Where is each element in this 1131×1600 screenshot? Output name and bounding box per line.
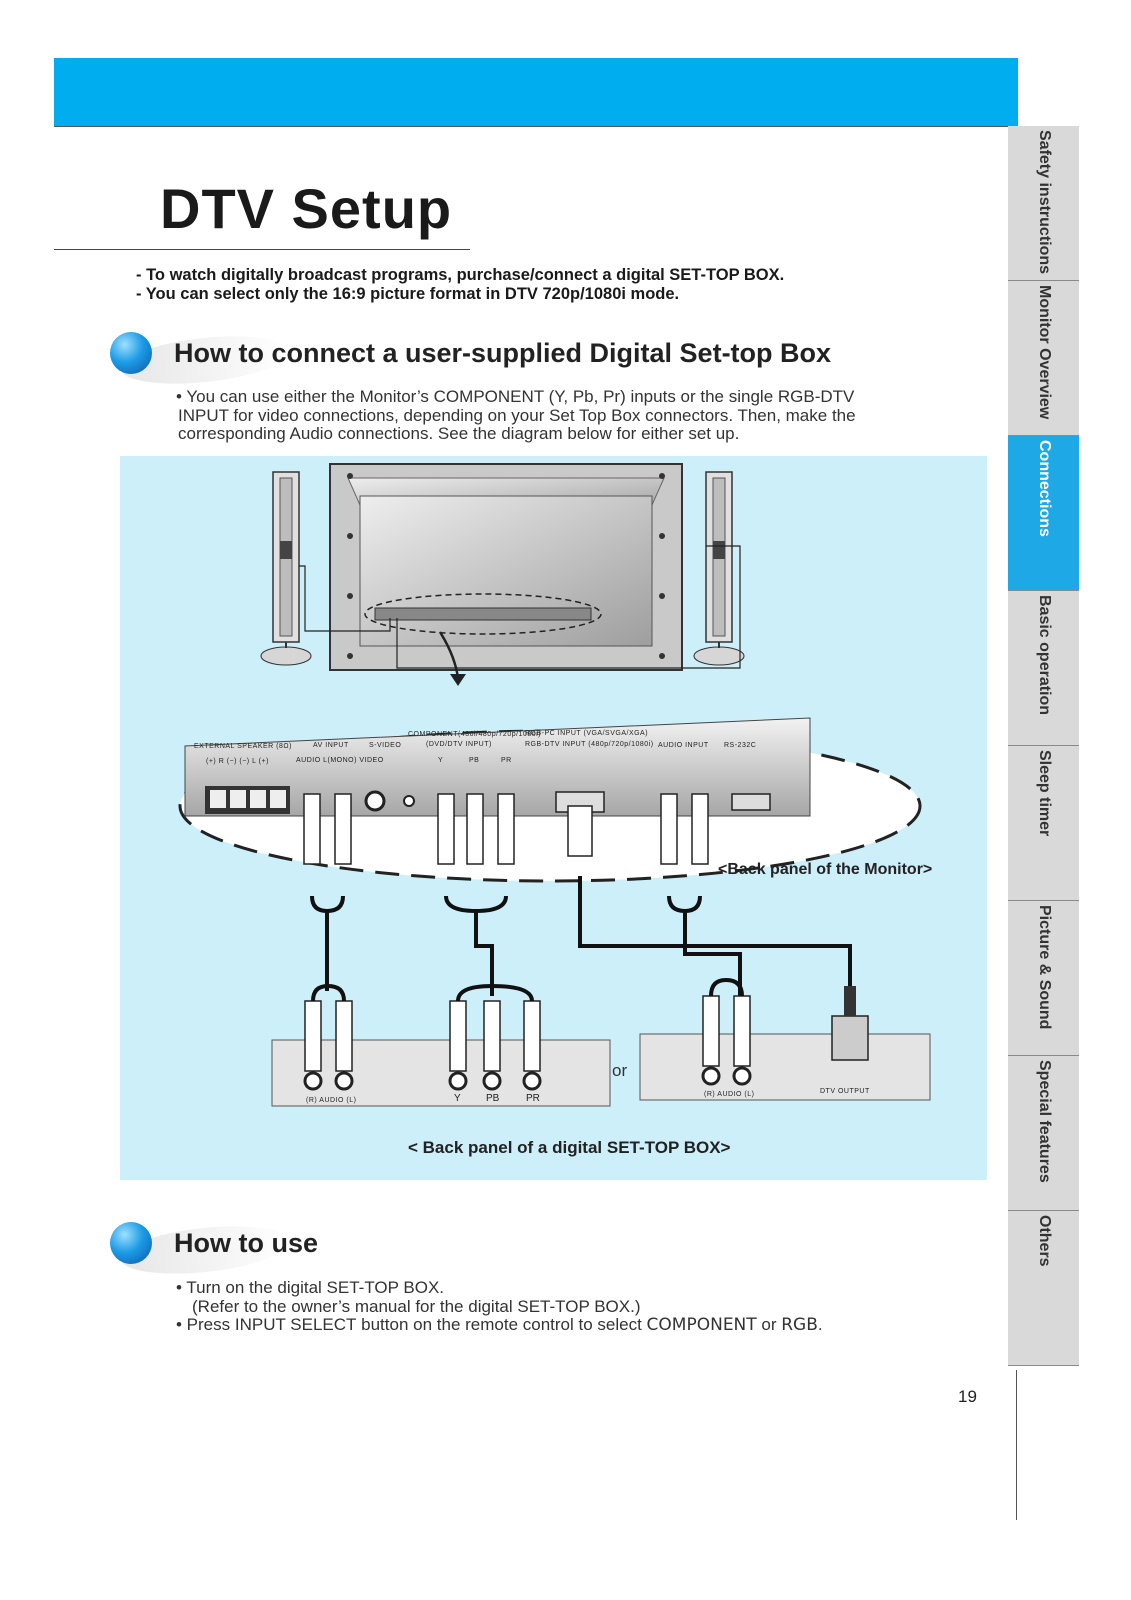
stb-right-dtv-output: DTV OUTPUT (820, 1088, 870, 1095)
body-line: corresponding Audio connections. See the… (178, 424, 740, 443)
text-segment: or (756, 1315, 782, 1334)
blue-ball-icon (110, 332, 152, 374)
page-title: DTV Setup (160, 177, 453, 240)
page-number: 19 (958, 1387, 977, 1406)
stb-left: (R) AUDIO (L) Y PB PR (271, 983, 611, 1107)
stb-left-pr: PR (526, 1093, 540, 1104)
left-speaker (260, 471, 312, 666)
cables (310, 876, 852, 996)
text-segment: . (817, 1315, 823, 1334)
note-item: - You can select only the 16:9 picture f… (136, 285, 680, 303)
stb-caption: < Back panel of a digital SET-TOP BOX> (408, 1138, 731, 1157)
header-rule (54, 126, 1079, 127)
title-rule (54, 249, 470, 250)
label-external-speaker: EXTERNAL SPEAKER (8Ω) (194, 743, 292, 750)
tab-label: Special features (1035, 1060, 1053, 1183)
body-line: INPUT for video connections, depending o… (178, 405, 856, 425)
label-pb: PB (469, 757, 479, 764)
stb-right-audio-label: (R) AUDIO (L) (704, 1091, 754, 1098)
tab-safety-instructions[interactable]: Safety instructions (1008, 126, 1079, 281)
label-av-input: AV INPUT (313, 742, 349, 749)
diagram-svg: EXTERNAL SPEAKER (8Ω) AV INPUT S-VIDEO C… (178, 463, 932, 1107)
stb-left-audio-label: (R) AUDIO (L) (306, 1097, 356, 1104)
label-component: COMPONENT(480i/480p/720p/1080i) (408, 731, 541, 738)
tab-connections[interactable]: Connections (1008, 436, 1079, 591)
tab-label: Sleep timer (1035, 750, 1053, 837)
input-select-keyword: INPUT SELECT (234, 1315, 357, 1334)
or-label: or (612, 1061, 627, 1080)
notes-list: - To watch digitally broadcast programs,… (136, 266, 784, 304)
tab-label: Safety instructions (1035, 130, 1053, 275)
right-speaker (693, 471, 745, 666)
tab-picture-sound[interactable]: Picture & Sound (1008, 901, 1079, 1056)
label-y: Y (438, 757, 443, 764)
body-line: (Refer to the owner’s manual for the dig… (192, 1296, 641, 1316)
label-audio-input: AUDIO INPUT (658, 742, 709, 749)
monitor-panel-caption: <Back panel of the Monitor> (718, 861, 932, 878)
tab-label: Monitor Overview (1035, 285, 1053, 420)
label-rgb-dtv: RGB-DTV INPUT (480p/720p/1080i) (525, 741, 654, 748)
tab-monitor-overview[interactable]: Monitor Overview (1008, 281, 1079, 436)
tab-basic-operation[interactable]: Basic operation (1008, 591, 1079, 746)
note-item: - To watch digitally broadcast programs,… (136, 266, 785, 284)
stb-left-y: Y (454, 1093, 461, 1104)
label-pr: PR (501, 757, 512, 764)
tab-label: Basic operation (1035, 595, 1053, 716)
component-keyword: COMPONENT (646, 1315, 757, 1335)
body-line: • You can use either the Monitor’s COMPO… (176, 387, 855, 406)
section1-body: • You can use either the Monitor’s COMPO… (176, 387, 856, 444)
tab-label: Others (1035, 1215, 1053, 1267)
side-tabs: Safety instructions Monitor Overview Con… (1008, 126, 1079, 1366)
stb-right: (R) AUDIO (L) DTV OUTPUT (639, 977, 931, 1101)
tab-sleep-timer[interactable]: Sleep timer (1008, 746, 1079, 901)
header-band (54, 58, 1018, 126)
label-s-video: S-VIDEO (369, 742, 401, 749)
section-heading-connect: How to connect a user-supplied Digital S… (110, 329, 832, 391)
monitor-plugs (303, 793, 709, 865)
connection-diagram: EXTERNAL SPEAKER (8Ω) AV INPUT S-VIDEO C… (120, 456, 987, 1180)
side-rule (1016, 1370, 1017, 1520)
text-segment: button on the remote control to select (356, 1315, 647, 1334)
label-rs232c: RS-232C (724, 742, 756, 749)
label-speaker-polarity: (+) R (−) (−) L (+) (206, 758, 269, 765)
body-line: • Turn on the digital SET-TOP BOX. (176, 1278, 445, 1297)
section-heading-use: How to use (110, 1219, 319, 1281)
rgb-keyword: RGB (781, 1315, 818, 1335)
label-rgb-pc: RGB-PC INPUT (VGA/SVGA/XGA) (525, 730, 648, 737)
tab-label: Connections (1035, 440, 1053, 537)
label-audio-video: AUDIO L(MONO) VIDEO (296, 757, 384, 764)
monitor-back (329, 463, 683, 671)
section2-body: • Turn on the digital SET-TOP BOX. (Refe… (176, 1278, 823, 1335)
label-component-sub: (DVD/DTV INPUT) (426, 741, 492, 748)
section-title: How to use (174, 1227, 319, 1258)
blue-ball-icon (110, 1222, 152, 1264)
tab-label: Picture & Sound (1035, 905, 1053, 1030)
tab-others[interactable]: Others (1008, 1211, 1079, 1366)
section-title: How to connect a user-supplied Digital S… (174, 337, 832, 368)
text-segment: • Press (176, 1315, 235, 1334)
body-line-press: • Press INPUT SELECT button on the remot… (176, 1315, 823, 1335)
tab-special-features[interactable]: Special features (1008, 1056, 1079, 1211)
stb-left-pb: PB (486, 1093, 500, 1104)
